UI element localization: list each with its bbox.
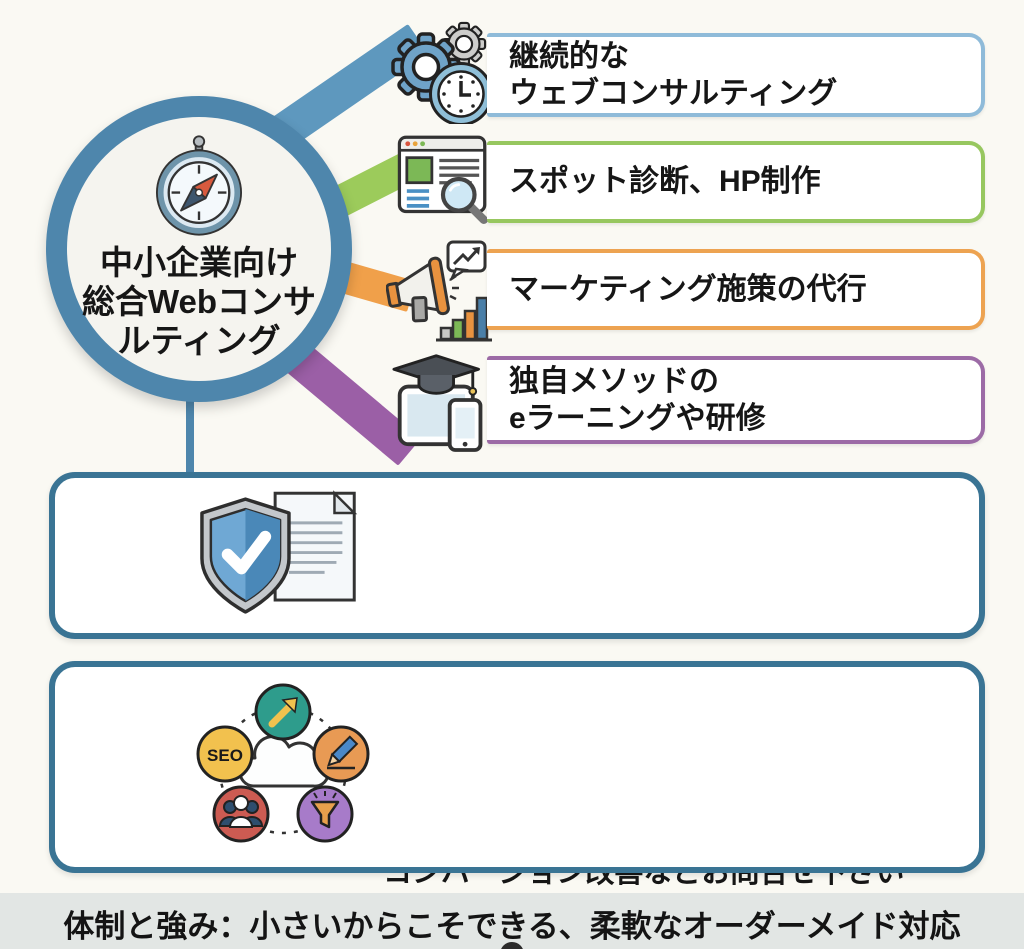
hub-title-line: 中小企業向け	[100, 244, 298, 281]
connector-vertical-line	[186, 390, 194, 478]
footer-text: 体制と強み：小さいからこそできる、柔軟なオーダーメイド対応	[63, 909, 961, 944]
service-bar-elearning: 独自メソッドの eラーニングや研修	[487, 356, 985, 444]
service-bar-label: 独自メソッドの eラーニングや研修	[509, 363, 766, 438]
label-line: ウェブコンサルティング	[509, 77, 838, 110]
gears-clock-icon	[388, 14, 498, 126]
hub-title-line: 総合Webコンサ	[81, 282, 317, 320]
hub-title-line: ルティング	[117, 321, 281, 359]
service-bar-label: スポット診断、HP制作	[509, 163, 821, 201]
label-line: 独自メソッドの	[509, 364, 719, 398]
service-bar-spot-diagnosis: スポット診断、HP制作	[487, 141, 985, 223]
pencil-icon	[312, 725, 370, 783]
service-bar-label: 継続的な ウェブコンサルティング	[509, 38, 837, 113]
megaphone-chart-icon	[385, 236, 496, 346]
compass-icon	[151, 133, 247, 242]
growth-arrow-icon	[254, 683, 312, 741]
people-icon	[212, 785, 270, 843]
browser-search-icon	[392, 128, 494, 230]
service-bar-label: マーケティング施策の代行	[509, 271, 867, 309]
label-line: 継続的な	[509, 39, 629, 73]
svg-text:SEO: SEO	[207, 746, 243, 765]
elearning-devices-icon	[392, 348, 492, 452]
guard-service-box	[49, 472, 985, 639]
label-line: マーケティング施策の代行	[509, 272, 867, 306]
bottom-dot	[500, 942, 524, 949]
funnel-icon	[296, 785, 354, 843]
service-bar-web-consulting: 継続的な ウェブコンサルティング	[487, 33, 985, 117]
seo-badge-icon: SEO	[196, 725, 254, 783]
footer-strip: 体制と強み：小さいからこそできる、柔軟なオーダーメイド対応	[0, 893, 1024, 949]
label-line: eラーニングや研修	[509, 402, 766, 435]
hub-circle: 中小企業向け 総合Webコンサ ルティング	[46, 96, 352, 402]
shield-check-document-icon	[198, 487, 376, 629]
pinpoint-support-box	[49, 661, 985, 873]
service-bar-marketing-agency: マーケティング施策の代行	[487, 249, 985, 330]
label-line: スポット診断、HP制作	[509, 165, 821, 199]
hub-title: 中小企業向け 総合Webコンサ ルティング	[82, 244, 316, 361]
marketing-icon-cluster: SEO	[193, 674, 373, 856]
